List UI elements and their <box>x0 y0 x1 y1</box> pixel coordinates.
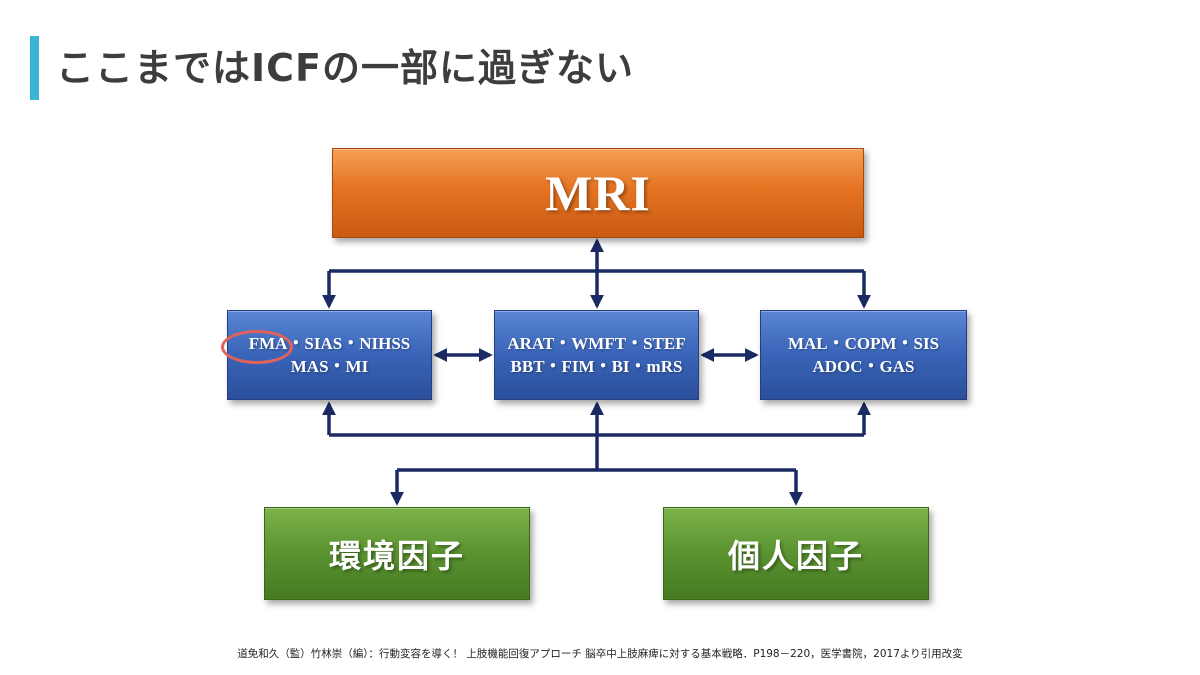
personal-factors-label: 個人因子 <box>727 537 864 574</box>
environmental-factors-box: 環境因子 <box>264 507 530 600</box>
activity-line-1: ARAT・WMFT・STEF <box>507 334 686 353</box>
fma-highlight-circle <box>221 330 293 364</box>
personal-factors-box: 個人因子 <box>663 507 929 600</box>
slide-title: ここまではICFの一部に過ぎない <box>56 46 634 90</box>
activity-line-2: BBT・FIM・BI・mRS <box>510 357 683 376</box>
title-accent-bar <box>30 36 39 100</box>
citation-text: 道免和久（監）竹林崇（編）：行動変容を導く！ 上肢機能回復アプローチ 脳卒中上肢… <box>237 648 963 660</box>
participation-line-1: MAL・COPM・SIS <box>787 334 940 353</box>
activity-assessment-box: ARAT・WMFT・STEF BBT・FIM・BI・mRS <box>494 310 699 400</box>
participation-line-2: ADOC・GAS <box>812 357 915 376</box>
participation-assessment-box: MAL・COPM・SIS ADOC・GAS <box>760 310 967 400</box>
mri-box: MRI <box>332 148 864 238</box>
environmental-factors-label: 環境因子 <box>328 537 465 574</box>
mri-label: MRI <box>545 165 651 221</box>
impairment-line-2: MAS・MI <box>290 357 369 376</box>
